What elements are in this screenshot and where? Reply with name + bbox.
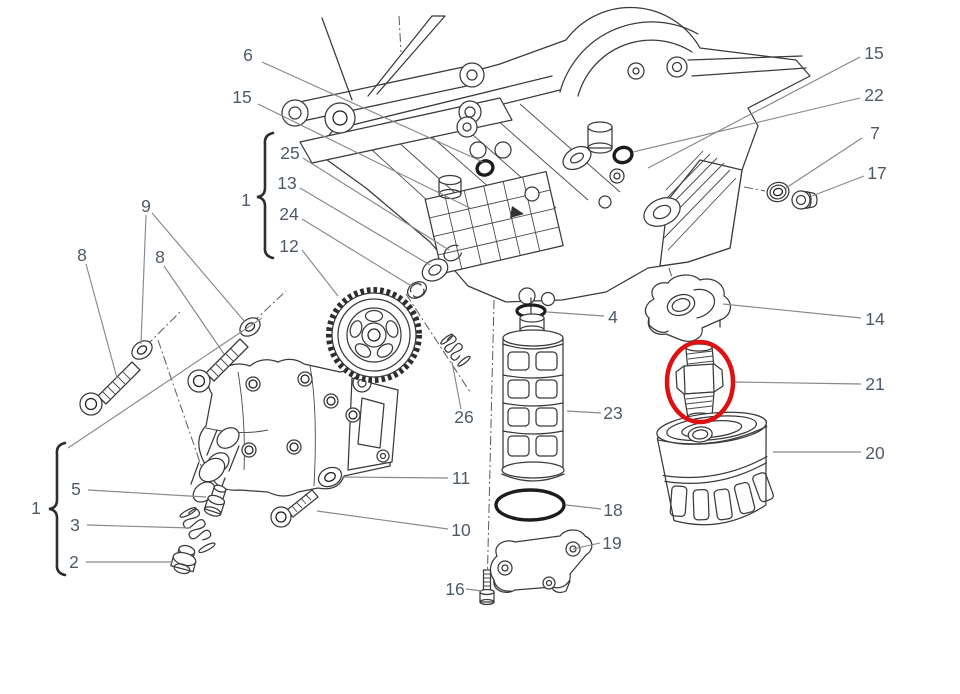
cover-19	[489, 529, 593, 593]
leader-line-26	[451, 361, 462, 410]
callout-label-18: 18	[603, 500, 622, 520]
leader-line-8-left	[85, 263, 118, 379]
callout-label-17: 17	[867, 163, 886, 183]
leader-line-14	[722, 303, 862, 319]
leader-lines	[67, 56, 865, 592]
callout-label-2: 2	[69, 552, 79, 572]
callout-label-1-top: 1	[241, 190, 251, 210]
callout-label-11: 11	[452, 468, 470, 488]
leader-line-9	[151, 212, 246, 323]
callout-label-10: 10	[451, 520, 471, 540]
leader-line-6	[261, 61, 484, 163]
leader-line-25	[302, 157, 450, 251]
callout-label-8-left: 8	[77, 245, 87, 265]
spring-26	[440, 333, 471, 367]
callout-label-13: 13	[277, 173, 296, 193]
pump-screws	[241, 371, 361, 458]
callout-label-14: 14	[865, 309, 885, 329]
leader-line-16	[465, 588, 483, 592]
callout-label-15-left: 15	[232, 87, 251, 107]
leader-line-4	[546, 311, 605, 317]
callout-label-19: 19	[602, 533, 621, 553]
leader-line-12	[301, 249, 339, 297]
circlip-25	[443, 244, 463, 262]
leader-line-5	[87, 489, 207, 498]
callout-label-6: 6	[243, 45, 253, 65]
callout-label-1-bottom: 1	[31, 498, 41, 518]
o-ring-18	[494, 488, 566, 522]
callout-label-4: 4	[608, 307, 618, 327]
washer-11	[317, 466, 343, 488]
highlight-circle	[664, 339, 736, 425]
callout-label-12: 12	[279, 236, 298, 256]
plug-17	[791, 190, 818, 210]
valve-spring-3	[179, 507, 216, 554]
leader-line-24	[301, 218, 414, 288]
callout-label-5: 5	[71, 479, 81, 499]
case-o-ring-b	[612, 145, 634, 165]
leader-line-15-left	[257, 103, 471, 209]
oil-filter-20	[656, 411, 774, 526]
tab-washer-14	[644, 274, 731, 342]
washer-7	[766, 181, 790, 203]
bolt-16	[479, 569, 495, 606]
callout-label-21: 21	[865, 374, 884, 394]
leader-line-13	[299, 187, 431, 266]
callout-label-22: 22	[864, 85, 883, 105]
group-brackets	[48, 131, 275, 577]
callout-label-15-right: 15	[864, 43, 883, 63]
leader-line-18	[565, 504, 602, 510]
callout-label-3: 3	[70, 515, 80, 535]
callout-label-16: 16	[445, 579, 464, 599]
bracket-group-1-top	[256, 131, 275, 260]
leader-line-7	[785, 137, 863, 189]
leader-line-8-right	[163, 265, 225, 355]
leader-line-9	[140, 214, 147, 345]
callout-label-20: 20	[865, 443, 885, 463]
leader-line-1-bottom	[67, 317, 263, 449]
leader-line-22	[632, 97, 861, 153]
bolt-8-left	[79, 361, 141, 416]
union-21	[675, 343, 724, 421]
leader-line-3	[86, 524, 192, 529]
callout-label-24: 24	[279, 204, 299, 224]
crankcase-drawing	[281, 6, 811, 307]
wave-washer-24	[407, 281, 427, 299]
leader-line-23	[566, 410, 602, 414]
callout-label-8-right: 8	[155, 247, 165, 267]
leader-line-21	[734, 381, 862, 385]
leader-line-10	[316, 510, 449, 530]
strainer-23	[501, 313, 565, 482]
leader-line-11	[339, 476, 449, 479]
bracket-group-1-bottom	[48, 441, 67, 577]
valve-piston-5	[203, 484, 227, 517]
callout-label-26: 26	[454, 407, 473, 427]
callout-label-9: 9	[141, 196, 151, 216]
leader-line-15-right	[647, 56, 861, 169]
callout-label-7: 7	[870, 123, 880, 143]
washer-9-left	[131, 340, 153, 360]
leader-line-19	[572, 542, 601, 550]
bolt-8-right	[187, 338, 249, 393]
oil-pump-drawing	[190, 358, 399, 503]
callout-label-25: 25	[280, 143, 299, 163]
timing-gear-drawing	[326, 287, 422, 383]
washer-9-right	[239, 317, 261, 337]
bolt-10	[270, 489, 319, 528]
leader-line-17	[811, 175, 865, 197]
valve-plug-2	[170, 544, 197, 575]
callout-label-23: 23	[603, 403, 622, 423]
